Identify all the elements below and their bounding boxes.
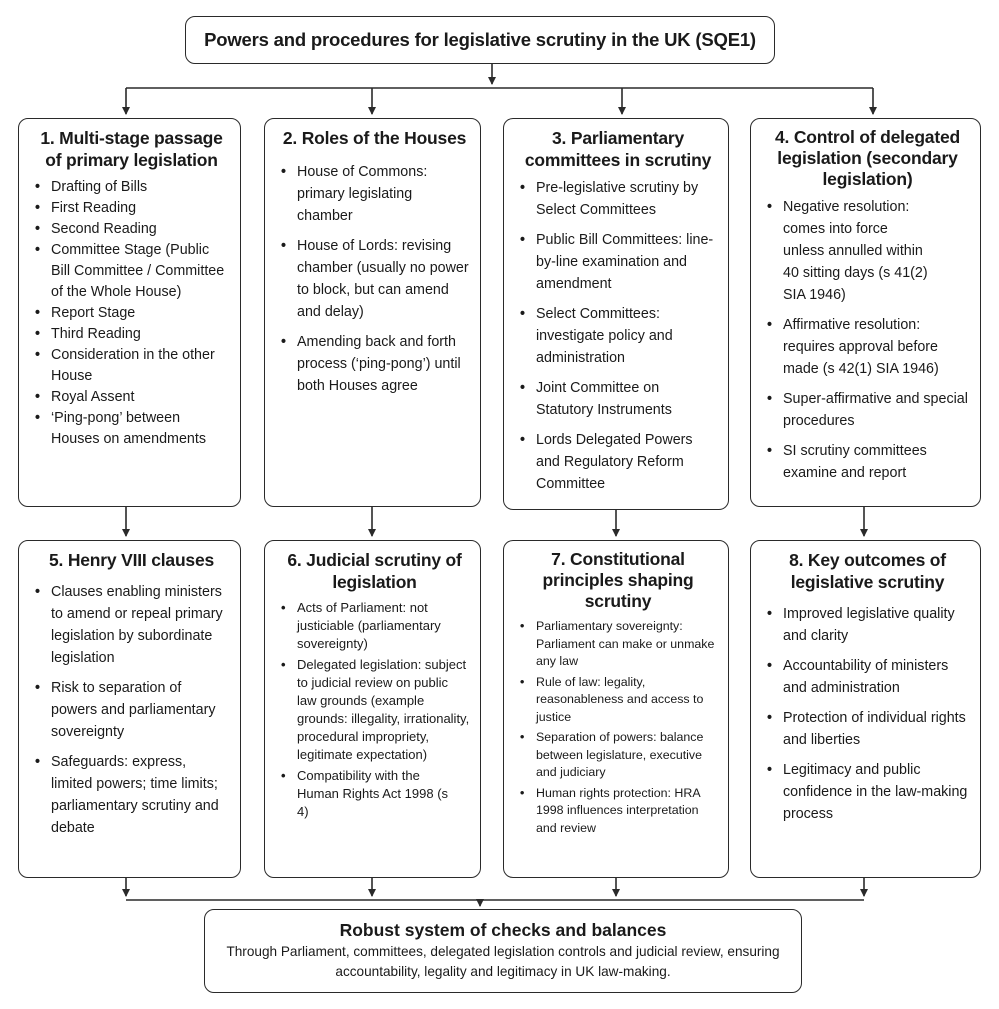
list-item: Improved legislative quality and clarity — [765, 603, 970, 647]
list-item: Third Reading — [33, 324, 230, 345]
list-item: Drafting of Bills — [33, 177, 230, 198]
list-item: Clauses enabling ministers to amend or r… — [33, 581, 230, 669]
box-heading: 7. Constitutional principles shaping scr… — [542, 549, 694, 611]
box-heading: 6. Judicial scrutiny of legislation — [287, 550, 462, 592]
box-heading: 1. Multi-stage passage of primary legisl… — [40, 128, 223, 170]
diagram-title-box: Powers and procedures for legislative sc… — [185, 16, 775, 64]
box-roles-of-houses: 2. Roles of the Houses House of Commons:… — [264, 118, 481, 507]
item-list: Negative resolution: comes into force un… — [765, 196, 970, 484]
list-item: Report Stage — [33, 303, 230, 324]
list-item: House of Lords: revising chamber (usuall… — [279, 235, 470, 323]
list-item: ‘Ping-pong’ between Houses on amendments — [33, 408, 230, 450]
box-delegated-legislation-control: 4. Control of delegated legislation (sec… — [750, 118, 981, 507]
box-heading: 3. Parliamentary committees in scrutiny — [524, 128, 712, 170]
list-item: Legitimacy and public confidence in the … — [765, 759, 970, 825]
list-item: Acts of Parliament: not justiciable (par… — [279, 599, 470, 653]
list-item: Safeguards: express, limited powers; tim… — [33, 751, 230, 839]
list-item: First Reading — [33, 198, 230, 219]
list-item: Protection of individual rights and libe… — [765, 707, 970, 751]
list-item: Risk to separation of powers and parliam… — [33, 677, 230, 743]
box-heading: 5. Henry VIII clauses — [48, 550, 215, 570]
list-item: Human rights protection: HRA 1998 influe… — [518, 785, 718, 838]
list-item: SI scrutiny committees examine and repor… — [765, 440, 970, 484]
list-item: Lords Delegated Powers and Regulatory Re… — [518, 429, 718, 495]
box-key-outcomes: 8. Key outcomes of legislative scrutiny … — [750, 540, 981, 878]
list-item: House of Commons: primary legislating ch… — [279, 161, 470, 227]
diagram-title: Powers and procedures for legislative sc… — [204, 29, 756, 50]
list-item: Select Committees: investigate policy an… — [518, 303, 718, 369]
box-parliamentary-committees: 3. Parliamentary committees in scrutiny … — [503, 118, 729, 510]
box-multi-stage-passage: 1. Multi-stage passage of primary legisl… — [18, 118, 241, 507]
list-item: Separation of powers: balance between le… — [518, 729, 718, 782]
item-list: Clauses enabling ministers to amend or r… — [33, 581, 230, 839]
item-list: Acts of Parliament: not justiciable (par… — [279, 599, 470, 821]
item-list: Parliamentary sovereignty: Parliament ca… — [518, 618, 718, 837]
box-constitutional-principles: 7. Constitutional principles shaping scr… — [503, 540, 729, 878]
list-item: Rule of law: legality, reasonableness an… — [518, 674, 718, 727]
list-item: Negative resolution: comes into force un… — [765, 196, 970, 306]
list-item: Super-affirmative and special procedures — [765, 388, 970, 432]
list-item: Pre-legislative scrutiny by Select Commi… — [518, 177, 718, 221]
item-list: Improved legislative quality and clarity… — [765, 603, 970, 825]
box-judicial-scrutiny: 6. Judicial scrutiny of legislation Acts… — [264, 540, 481, 878]
list-item: Second Reading — [33, 219, 230, 240]
list-item: Royal Assent — [33, 387, 230, 408]
list-item: Affirmative resolution: requires approva… — [765, 314, 970, 380]
list-item: Committee Stage (Public Bill Committee /… — [33, 240, 230, 303]
list-item: Joint Committee on Statutory Instruments — [518, 377, 718, 421]
conclusion-box: Robust system of checks and balances Thr… — [204, 909, 802, 993]
list-item: Compatibility with the Human Rights Act … — [279, 767, 470, 821]
conclusion-title: Robust system of checks and balances — [339, 920, 667, 940]
list-item: Parliamentary sovereignty: Parliament ca… — [518, 618, 718, 671]
list-item: Consideration in the other House — [33, 345, 230, 387]
item-list: Pre-legislative scrutiny by Select Commi… — [518, 177, 718, 495]
box-heading: 4. Control of delegated legislation (sec… — [775, 127, 960, 189]
list-item: Accountability of ministers and administ… — [765, 655, 970, 699]
list-item: Amending back and forth process (‘ping-p… — [279, 331, 470, 397]
item-list: Drafting of Bills First Reading Second R… — [33, 177, 230, 450]
list-item: Public Bill Committees: line-by-line exa… — [518, 229, 718, 295]
item-list: House of Commons: primary legislating ch… — [279, 161, 470, 397]
conclusion-text: Through Parliament, committees, delegate… — [226, 944, 780, 979]
box-heading: 8. Key outcomes of legislative scrutiny — [789, 550, 946, 592]
box-heading: 2. Roles of the Houses — [282, 128, 467, 148]
box-henry-viii-clauses: 5. Henry VIII clauses Clauses enabling m… — [18, 540, 241, 878]
list-item: Delegated legislation: subject to judici… — [279, 656, 470, 764]
